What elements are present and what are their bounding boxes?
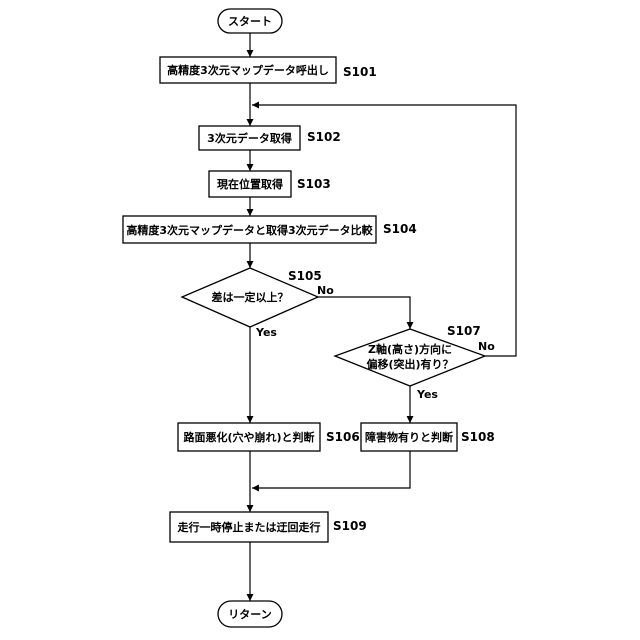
step-label-s106: S106 <box>326 430 360 444</box>
end-terminal: リターン <box>218 601 282 627</box>
branch-no-s105: No <box>317 284 334 297</box>
step-label-s101: S101 <box>343 65 377 79</box>
start-terminal-text: スタート <box>228 15 272 28</box>
step-label-s104: S104 <box>383 222 417 236</box>
branch-no-s107: No <box>478 340 495 353</box>
step-label-s109: S109 <box>333 519 367 533</box>
process-s108: 障害物有りと判断 S108 <box>361 423 495 451</box>
step-label-s102: S102 <box>307 130 341 144</box>
decision-s105: 差は一定以上？ S105 No Yes <box>182 268 334 339</box>
step-label-s108: S108 <box>461 430 495 444</box>
process-s108-text: 障害物有りと判断 <box>365 430 453 444</box>
arrow-s105-no-to-s107 <box>318 297 410 329</box>
decision-s105-text: 差は一定以上？ <box>212 290 289 304</box>
process-s101: 高精度3次元マップデータ呼出し S101 <box>160 57 377 83</box>
step-label-s103: S103 <box>297 177 331 191</box>
process-s103-text: 現在位置取得 <box>217 177 283 191</box>
process-s101-text: 高精度3次元マップデータ呼出し <box>167 63 329 77</box>
process-s102: 3次元データ取得 S102 <box>199 126 341 150</box>
arrow-s108-merge <box>252 451 410 488</box>
step-label-s105: S105 <box>288 269 322 283</box>
branch-yes-s107: Yes <box>416 388 438 401</box>
start-terminal: スタート <box>218 9 282 33</box>
process-s103: 現在位置取得 S103 <box>209 171 331 197</box>
process-s104: 高精度3次元マップデータと取得3次元データ比較 S104 <box>123 216 417 243</box>
end-terminal-text: リターン <box>228 608 271 621</box>
step-label-s107: S107 <box>447 324 481 338</box>
decision-s107-text-line1: Z軸(高さ)方向に <box>368 342 452 356</box>
decision-s107-text-line2: 偏移(突出)有り？ <box>366 357 453 371</box>
process-s106: 路面悪化(穴や崩れ)と判断 S106 <box>178 423 360 451</box>
process-s109-text: 走行一時停止または迂回走行 <box>177 520 321 534</box>
process-s102-text: 3次元データ取得 <box>207 131 292 145</box>
decision-s107: Z軸(高さ)方向に 偏移(突出)有り？ S107 No Yes <box>335 324 495 401</box>
branch-yes-s105: Yes <box>255 326 277 339</box>
process-s106-text: 路面悪化(穴や崩れ)と判断 <box>183 430 314 444</box>
process-s109: 走行一時停止または迂回走行 S109 <box>170 512 367 542</box>
process-s104-text: 高精度3次元マップデータと取得3次元データ比較 <box>126 223 373 237</box>
